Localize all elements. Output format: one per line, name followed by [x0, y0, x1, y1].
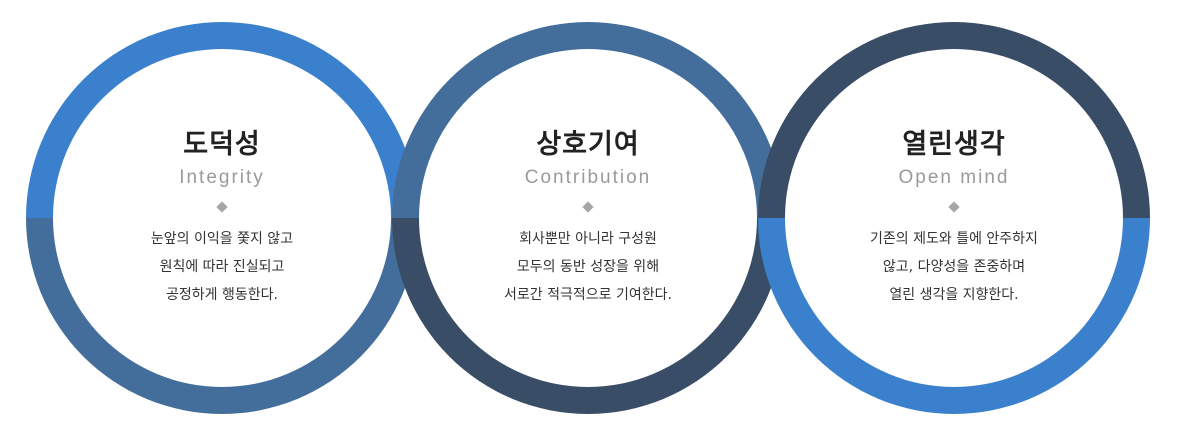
value-card-integrity: 도덕성 Integrity 눈앞의 이익을 쫓지 않고 원칙에 따라 진실되고 …	[72, 129, 372, 309]
inner-disc-open-mind	[785, 49, 1123, 387]
diamond-divider-icon	[216, 201, 228, 213]
value-subtitle: Open mind	[898, 167, 1010, 188]
value-card-contribution: 상호기여 Contribution 회사뿐만 아니라 구성원 모두의 동반 성장…	[438, 129, 738, 309]
value-description: 기존의 제도와 틀에 안주하지 않고, 다양성을 존중하며 열린 생각을 지향한…	[804, 225, 1104, 309]
description-line: 눈앞의 이익을 쫓지 않고	[150, 231, 294, 247]
value-title: 상호기여	[536, 129, 640, 160]
value-title: 열린생각	[902, 129, 1006, 160]
diamond-divider-icon	[948, 201, 960, 213]
value-description: 회사뿐만 아니라 구성원 모두의 동반 성장을 위해 서로간 적극적으로 기여한…	[438, 225, 738, 309]
inner-disc-integrity	[53, 49, 391, 387]
value-card-open-mind: 열린생각 Open mind 기존의 제도와 틀에 안주하지 않고, 다양성을 …	[804, 129, 1104, 309]
value-title: 도덕성	[183, 129, 261, 160]
value-subtitle: Integrity	[179, 167, 265, 188]
description-line: 회사뿐만 아니라 구성원	[519, 231, 657, 247]
value-description: 눈앞의 이익을 쫓지 않고 원칙에 따라 진실되고 공정하게 행동한다.	[72, 225, 372, 309]
description-line: 원칙에 따라 진실되고	[159, 259, 285, 275]
description-line: 기존의 제도와 틀에 안주하지	[870, 231, 1038, 247]
description-line: 열린 생각을 지향한다.	[889, 287, 1019, 303]
diamond-divider-icon	[582, 201, 594, 213]
value-subtitle: Contribution	[524, 167, 652, 188]
inner-disc-contribution	[419, 49, 757, 387]
description-line: 않고, 다양성을 존중하며	[882, 259, 1026, 275]
description-line: 공정하게 행동한다.	[166, 287, 278, 303]
description-line: 서로간 적극적으로 기여한다.	[504, 287, 672, 303]
description-line: 모두의 동반 성장을 위해	[516, 259, 660, 275]
